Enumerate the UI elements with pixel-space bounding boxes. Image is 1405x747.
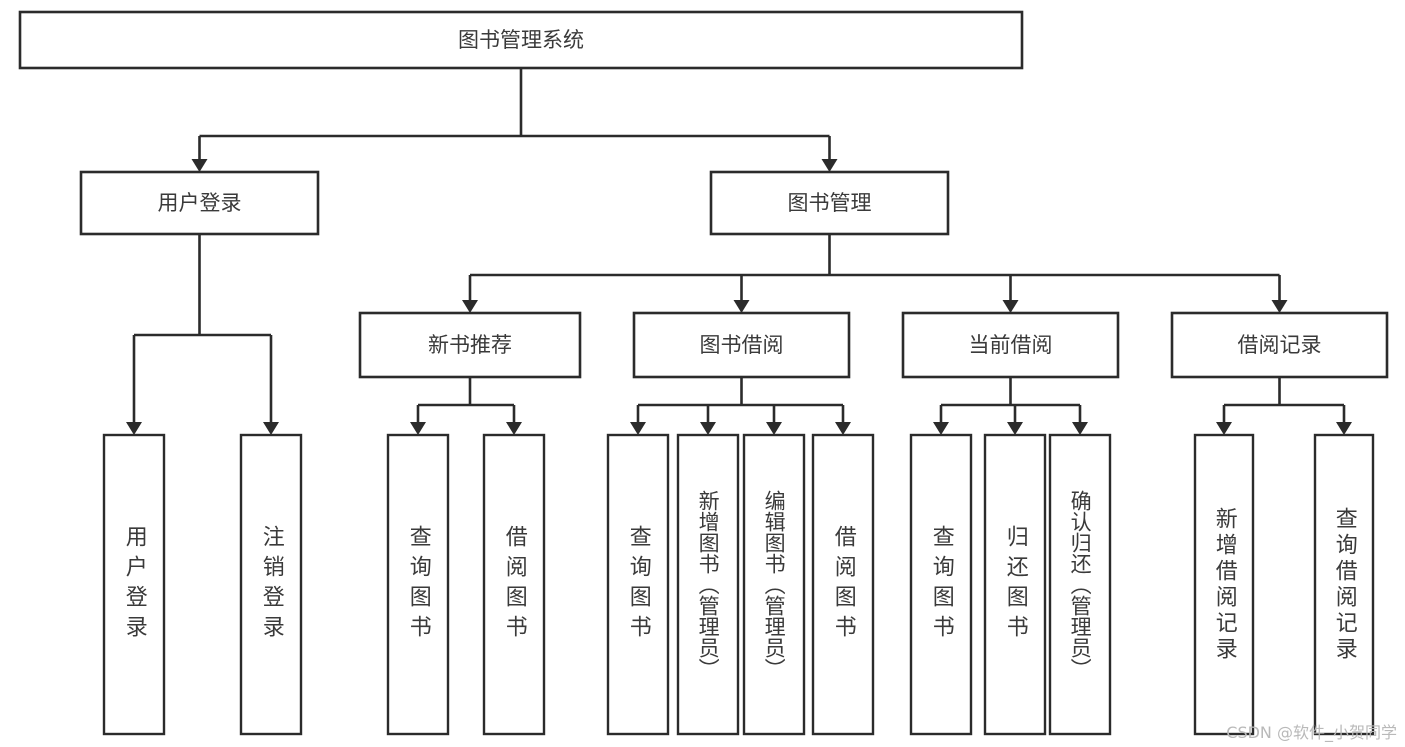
arrow-head-icon [700,422,716,435]
arrow-head-icon [462,300,478,313]
leaf-box-leaf-add-book[interactable] [676,433,740,736]
node-box-current-borrow[interactable] [901,311,1120,379]
arrow-head-icon [1007,422,1023,435]
leaf-box-leaf-query-record[interactable] [1313,433,1375,736]
arrow-head-icon [766,422,782,435]
leaf-box-leaf-query-book-rec[interactable] [386,433,450,736]
node-label-user-login: 用户登录 [158,191,242,215]
node-box-root[interactable] [18,10,1024,70]
leaf-box-leaf-edit-book[interactable] [742,433,806,736]
arrow-head-icon [1216,422,1232,435]
node-label-book-manage: 图书管理 [788,191,872,215]
node-box-borrow-record[interactable] [1170,311,1389,379]
leaf-box-leaf-borrow-book-rec[interactable] [482,433,546,736]
box-layer [18,10,1389,736]
leaf-box-leaf-query-book-borrow[interactable] [606,433,670,736]
watermark: CSDN @软件_小贺同学 [1226,723,1397,742]
node-box-book-manage[interactable] [709,170,950,236]
node-label-book-borrow: 图书借阅 [700,333,784,357]
arrow-head-icon [410,422,426,435]
arrow-head-icon [1072,422,1088,435]
leaf-box-leaf-user-login[interactable] [102,433,166,736]
node-label-new-book-rec: 新书推荐 [428,333,512,357]
leaf-box-leaf-query-book-cur[interactable] [909,433,973,736]
leaf-box-leaf-confirm-return[interactable] [1048,433,1112,736]
arrow-head-icon [191,159,208,172]
arrow-head-icon [630,422,646,435]
leaf-box-leaf-user-logout[interactable] [239,433,303,736]
arrow-head-icon [506,422,522,435]
node-box-user-login[interactable] [79,170,320,236]
arrow-head-icon [1271,300,1288,313]
arrow-head-icon [933,422,949,435]
leaf-box-leaf-add-record[interactable] [1193,433,1255,736]
connector-layer [126,68,1352,435]
node-box-new-book-rec[interactable] [358,311,582,379]
node-label-borrow-record: 借阅记录 [1238,333,1322,357]
node-box-book-borrow[interactable] [632,311,851,379]
node-label-current-borrow: 当前借阅 [969,333,1053,357]
arrow-head-icon [263,422,279,435]
arrow-head-icon [1002,300,1019,313]
leaf-box-leaf-return-book[interactable] [983,433,1047,736]
node-label-root: 图书管理系统 [458,28,584,52]
arrow-head-icon [1336,422,1352,435]
arrow-head-icon [733,300,750,313]
leaf-box-leaf-borrow-book[interactable] [811,433,875,736]
arrow-head-icon [126,422,142,435]
arrow-head-icon [835,422,851,435]
arrow-head-icon [821,159,838,172]
